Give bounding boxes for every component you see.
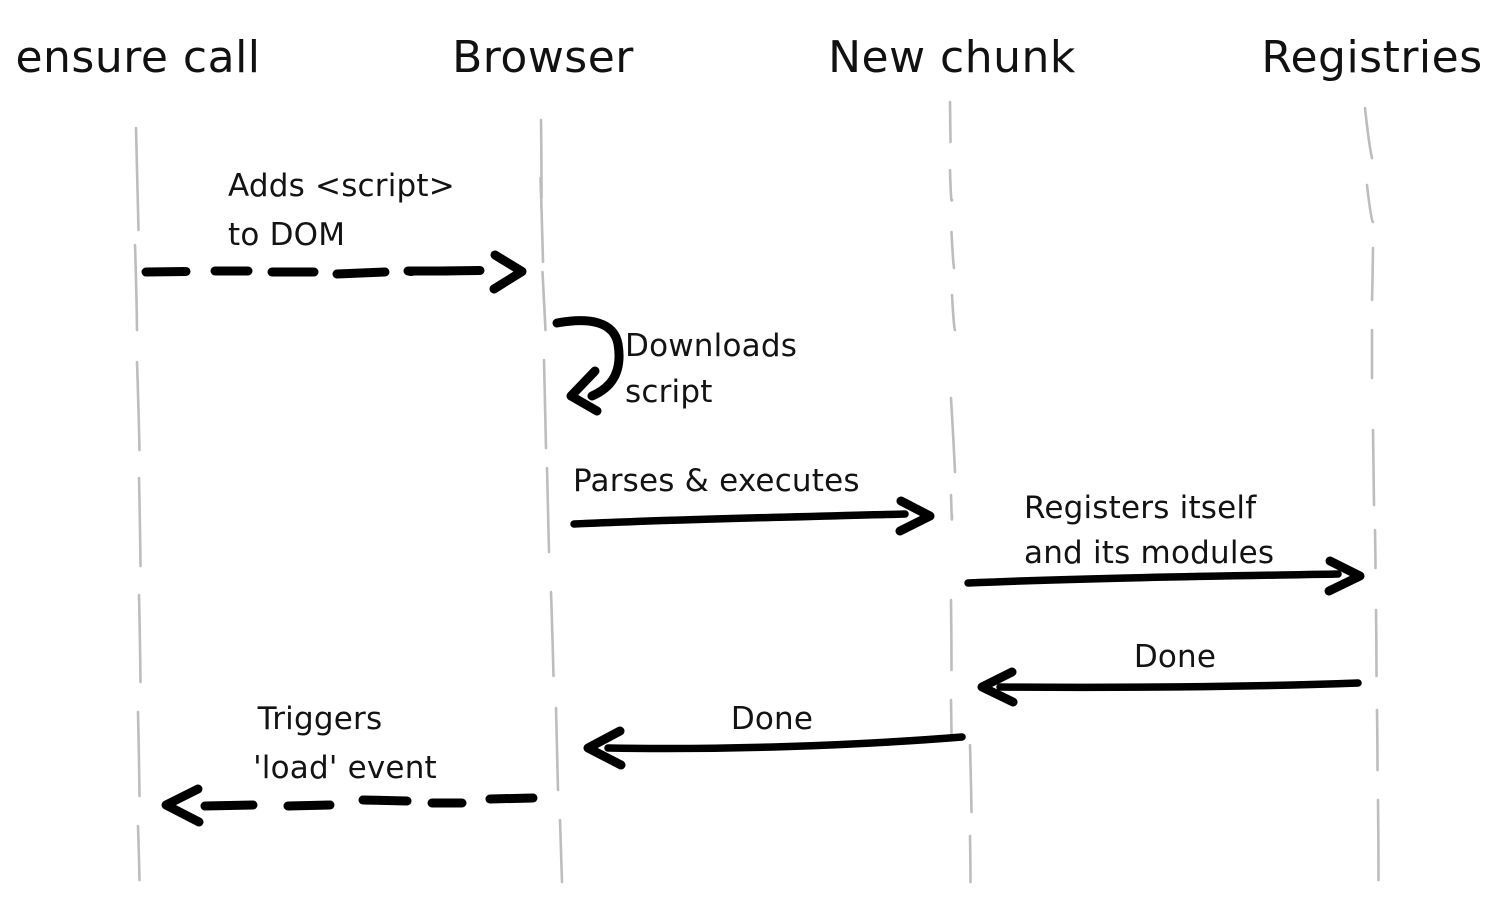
lifeline-browser (539, 118, 564, 884)
message-arrow-triggers-load-event (161, 784, 538, 827)
message-arrow-parses-and-executes (570, 496, 935, 536)
message-label-downloads-script-line1: Downloads (625, 328, 797, 364)
message-label-adds-script-to-dom-line1: Adds <script> (228, 168, 455, 204)
message-label-parses-and-executes: Parses & executes (573, 463, 860, 499)
message-arrow-done-chunk-to-browser (583, 726, 966, 770)
message-label-registers-itself-line2: and its modules (1024, 535, 1274, 571)
message-parses-and-executes: Parses & executes (570, 463, 935, 536)
message-label-triggers-load-event-line2: 'load' event (253, 750, 437, 786)
message-adds-script-to-dom: Adds <script> to DOM (141, 168, 527, 294)
message-triggers-load-event: Triggers 'load' event (161, 701, 538, 827)
message-downloads-script: Downloads script (552, 316, 797, 416)
message-done-chunk-to-browser: Done (583, 701, 966, 770)
participant-headers: ensure call Browser New chunk Registries (15, 32, 1482, 83)
message-arrow-registers-itself-and-modules (964, 556, 1365, 596)
message-label-done-registries-to-chunk: Done (1134, 639, 1216, 675)
message-label-done-chunk-to-browser: Done (731, 701, 813, 737)
participant-label-browser: Browser (452, 32, 634, 83)
message-label-downloads-script-line2: script (625, 374, 713, 410)
lifeline-registries (1363, 106, 1380, 882)
lifeline-ensure-call (133, 126, 142, 882)
message-arrow-adds-script-to-dom (141, 250, 527, 294)
participant-label-ensure-call: ensure call (15, 32, 260, 83)
message-arrow-downloads-script-selfloop (552, 316, 624, 416)
participant-label-registries: Registries (1261, 32, 1482, 83)
message-label-registers-itself-line1: Registers itself (1024, 490, 1257, 526)
message-arrow-done-registries-to-chunk (977, 667, 1362, 707)
message-registers-itself-and-modules: Registers itself and its modules (964, 490, 1365, 596)
message-label-triggers-load-event-line1: Triggers (257, 701, 383, 737)
participant-label-new-chunk: New chunk (828, 32, 1076, 83)
lifeline-new-chunk (948, 100, 973, 884)
message-done-registries-to-chunk: Done (977, 639, 1362, 707)
message-label-adds-script-to-dom-line2: to DOM (228, 217, 345, 253)
